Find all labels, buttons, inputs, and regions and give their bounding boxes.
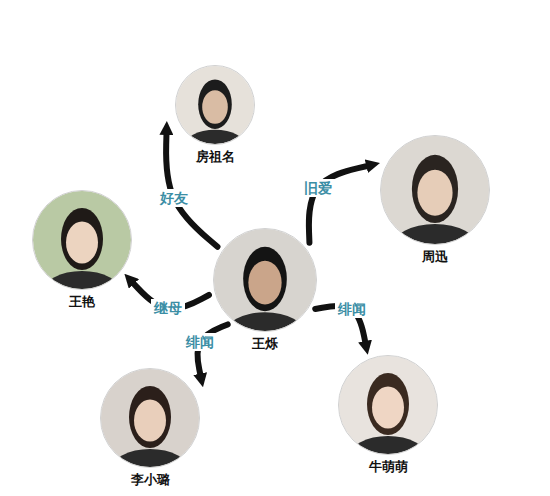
portrait-circle <box>338 355 438 455</box>
portrait-circle <box>32 190 132 290</box>
portrait-circle <box>213 228 317 332</box>
portrait-circle <box>380 135 490 245</box>
person-node: 房祖名 <box>175 65 255 145</box>
relation-label: 旧爱 <box>301 179 335 197</box>
person-name: 房祖名 <box>196 149 235 165</box>
person-name: 王烁 <box>252 336 278 352</box>
relation-arrow <box>309 166 368 243</box>
portrait-circle <box>175 65 255 145</box>
person-node: 王艳 <box>32 190 132 290</box>
portrait-circle <box>100 368 200 468</box>
relation-label: 绯闻 <box>183 333 217 351</box>
person-node: 王烁 <box>213 228 317 332</box>
relation-label: 绯闻 <box>335 300 369 318</box>
person-name: 王艳 <box>69 294 95 310</box>
person-name: 牛萌萌 <box>369 459 408 475</box>
person-node: 周迅 <box>380 135 490 245</box>
person-name: 周迅 <box>422 249 448 265</box>
person-name: 李小璐 <box>131 472 170 488</box>
person-node: 李小璐 <box>100 368 200 468</box>
relation-label: 好友 <box>157 189 191 207</box>
person-node: 牛萌萌 <box>338 355 438 455</box>
relation-label: 继母 <box>151 299 185 317</box>
